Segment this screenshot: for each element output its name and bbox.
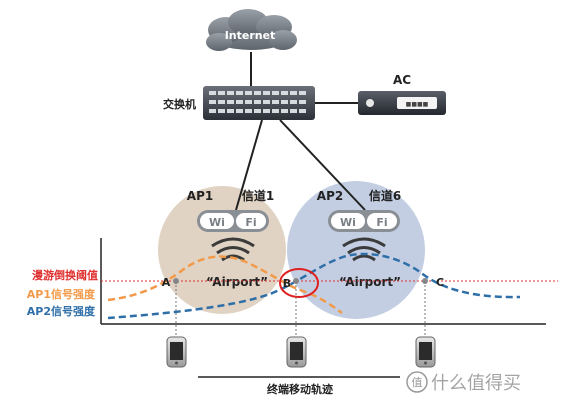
ap1-signal-curve bbox=[107, 255, 343, 315]
ap1-wifi-text: Wi bbox=[209, 216, 225, 229]
movement-trajectory-label: 终端移动轨迹 bbox=[267, 382, 333, 396]
ap1-ssid: “Airport” bbox=[206, 275, 268, 289]
ap2-name: AP2 bbox=[317, 189, 343, 203]
ac-label: AC bbox=[393, 73, 411, 87]
internet-label: Internet bbox=[225, 29, 276, 42]
svg-text:■■■■: ■■■■ bbox=[406, 101, 429, 108]
ap2-signal-waves-icon bbox=[342, 237, 386, 262]
ap2-wifi-text: Wi bbox=[340, 216, 356, 229]
ap2-signal-curve bbox=[107, 252, 521, 320]
switch-ap1-cable bbox=[235, 119, 263, 211]
ap1-wifi-logo-icon bbox=[197, 210, 269, 232]
terminal-phone-a-icon bbox=[166, 336, 187, 368]
ap2-fi-text: Fi bbox=[376, 216, 387, 229]
watermark-text: 什么值得买 bbox=[431, 373, 521, 394]
ap2-signal-legend-label: AP2信号强度 bbox=[27, 304, 96, 318]
ap2-wifi-logo-icon bbox=[328, 210, 400, 232]
point-c-label: C bbox=[436, 276, 444, 289]
ap1-signal-legend-label: AP1信号强度 bbox=[27, 287, 96, 301]
internet-cloud-icon bbox=[206, 9, 297, 51]
ap2-channel: 信道6 bbox=[369, 188, 401, 203]
watermark-logo-glyph: 值 bbox=[412, 376, 423, 389]
threshold-legend-label: 漫游倒换阈值 bbox=[32, 268, 98, 282]
terminal-phone-b-icon bbox=[286, 336, 307, 368]
terminal-phone-c-icon bbox=[415, 336, 436, 368]
switch-icon bbox=[203, 86, 315, 120]
roaming-point-highlight-ring bbox=[279, 268, 319, 298]
ap1-signal-waves-icon bbox=[211, 237, 255, 262]
ap2-ssid: “Airport” bbox=[339, 275, 401, 289]
ac-controller-icon: ■■■■ bbox=[358, 91, 446, 115]
point-a-label: A bbox=[162, 276, 171, 289]
point-b-label: B bbox=[283, 277, 291, 290]
ap1-name: AP1 bbox=[187, 189, 213, 203]
ap1-fi-text: Fi bbox=[245, 216, 256, 229]
ap1-channel: 信道1 bbox=[242, 188, 274, 203]
switch-ap2-cable bbox=[279, 119, 366, 211]
switch-label: 交换机 bbox=[163, 97, 196, 111]
watermark-logo-icon: 值 bbox=[406, 371, 428, 393]
